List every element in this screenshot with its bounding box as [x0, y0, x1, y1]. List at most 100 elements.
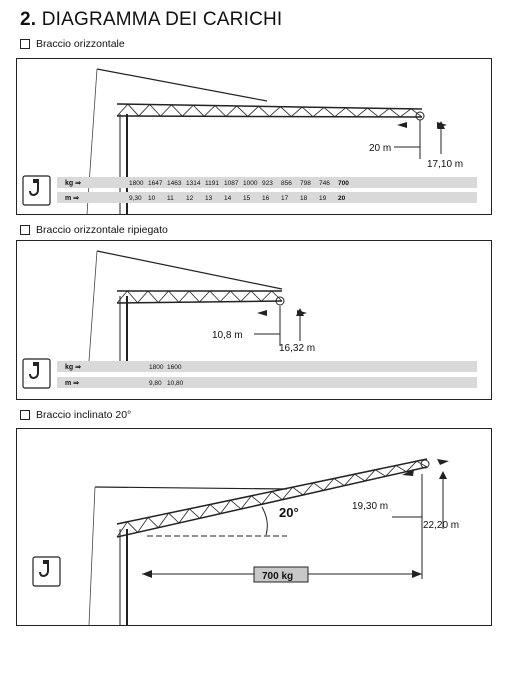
lattice-strut: [291, 106, 303, 117]
lattice-strut: [261, 290, 272, 302]
lattice-strut: [178, 508, 190, 524]
lattice-strut: [354, 473, 366, 482]
page-title: 2. DIAGRAMMA DEI CARICHI: [20, 9, 282, 31]
crane-hook-icon: [29, 179, 39, 197]
kg-cell: 1191: [205, 180, 219, 187]
lattice-strut: [158, 512, 169, 528]
lattice-strut: [271, 290, 283, 302]
section-2-label-text: Braccio orizzontale ripiegato: [36, 224, 168, 236]
panel-inclined-boom: 20° 19,30 m 22,20 m 700 kg: [16, 428, 492, 626]
kg-cell: 856: [281, 180, 292, 187]
m-cell: 15: [243, 195, 251, 202]
title-number: 2.: [20, 9, 37, 30]
lattice-strut: [116, 103, 129, 117]
lattice-strut: [389, 108, 401, 118]
lattice-strut: [157, 290, 169, 303]
dim-horizontal-2: 10,8 m: [212, 330, 243, 341]
lattice-strut: [292, 486, 304, 496]
kg-cell: 1800: [129, 180, 144, 187]
lattice-strut: [116, 290, 128, 304]
lattice-strut: [345, 107, 357, 118]
dim-vertical-3: 22,20 m: [423, 520, 459, 531]
section-3-label-text: Braccio inclinato 20°: [36, 409, 132, 421]
m-cell: 10: [148, 195, 156, 202]
load-label: 700 kg: [262, 571, 293, 582]
lattice-strut: [182, 104, 194, 117]
lattice-strut: [209, 290, 221, 303]
lattice-strut: [247, 106, 259, 117]
m-cell: 11: [167, 195, 174, 202]
lattice-strut: [323, 107, 336, 118]
lattice-strut: [138, 104, 150, 117]
checkbox-icon: [20, 39, 30, 49]
m-cell: 20: [338, 195, 346, 202]
lattice-strut: [395, 465, 407, 473]
kg-cell: 798: [300, 180, 311, 187]
m-label-1: m ⇒: [65, 195, 79, 202]
kg-cell: 1463: [167, 180, 182, 187]
m-cell: 16: [262, 195, 270, 202]
kg-cell: 923: [262, 180, 273, 187]
lattice-strut: [240, 495, 252, 510]
m-cell: 14: [224, 195, 232, 202]
lattice-strut: [220, 499, 231, 514]
lattice-strut: [149, 104, 161, 117]
kg-cell: 1647: [148, 180, 163, 187]
lattice-strut: [302, 482, 314, 496]
dim-vertical-2: 16,32 m: [279, 343, 315, 354]
m-cell: 10,80: [167, 380, 184, 387]
lattice-strut: [209, 504, 221, 514]
m-cell: 18: [300, 195, 308, 202]
lattice-strut: [127, 103, 140, 117]
lattice-strut: [230, 499, 242, 510]
kg-cell: 746: [319, 180, 330, 187]
lattice-strut: [344, 473, 355, 486]
section-1-label-text: Braccio orizzontale: [36, 38, 125, 50]
lattice-strut: [199, 504, 211, 519]
crane-hook-icon: [29, 362, 39, 380]
lattice-strut: [225, 105, 238, 117]
lattice-strut: [367, 107, 379, 118]
lattice-strut: [160, 104, 172, 117]
lattice-strut: [258, 106, 270, 117]
lattice-strut: [406, 460, 417, 472]
title-text: DIAGRAMMA DEI CARICHI: [41, 9, 283, 30]
lattice-strut: [269, 106, 281, 117]
lattice-strut: [375, 469, 386, 477]
lattice-strut: [189, 508, 200, 519]
lattice-strut: [127, 521, 138, 533]
lattice-strut: [312, 107, 325, 117]
lattice-strut: [282, 486, 293, 500]
lattice-strut: [364, 469, 376, 482]
crane-hook-icon: [39, 560, 49, 578]
lattice-strut: [313, 482, 324, 491]
kg-cell: 1600: [167, 364, 182, 371]
lattice-strut: [230, 290, 242, 302]
m-cell: 9,80: [149, 380, 162, 387]
lattice-strut: [192, 104, 205, 117]
lattice-strut: [333, 478, 345, 486]
lattice-strut: [178, 290, 190, 303]
kg-label-2: kg ⇒: [65, 364, 81, 371]
lattice-strut: [236, 105, 248, 117]
lattice-strut: [137, 290, 149, 304]
lattice-strut: [410, 108, 423, 118]
m-cell: 12: [186, 195, 194, 202]
kg-cell: 700: [338, 180, 349, 187]
lattice-strut: [127, 290, 138, 304]
lattice-strut: [116, 521, 128, 538]
m-cell: 9,30: [129, 195, 142, 202]
lattice-strut: [378, 108, 390, 118]
crane-diagram-3: 20° 19,30 m 22,20 m 700 kg: [32, 458, 459, 626]
kg-label-1: kg ⇒: [65, 180, 81, 187]
lattice-strut: [334, 107, 347, 118]
section-2-label: Braccio orizzontale ripiegato: [20, 224, 168, 236]
m-label-2: m ⇒: [65, 380, 79, 387]
lattice-strut: [219, 290, 231, 303]
lattice-strut: [323, 478, 335, 491]
lattice-strut: [171, 104, 183, 117]
